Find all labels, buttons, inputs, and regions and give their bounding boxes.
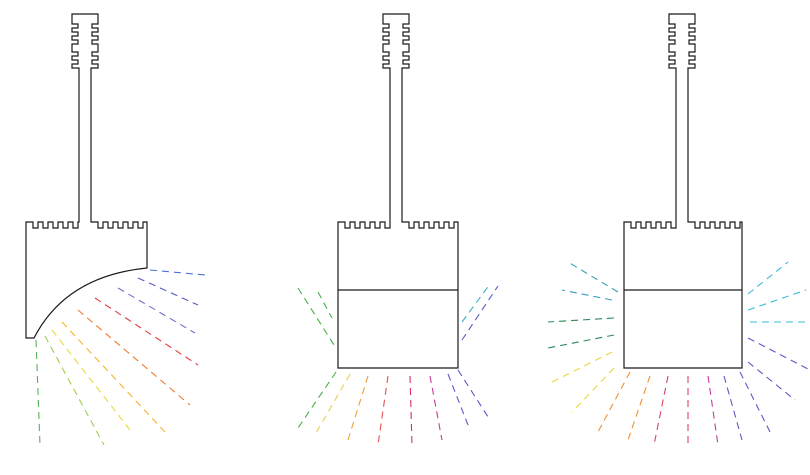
light-ray (747, 289, 807, 311)
light-ray (723, 375, 743, 441)
light-ray (551, 351, 613, 383)
light-ray (547, 317, 615, 323)
light-ray (297, 371, 337, 429)
light-ray (44, 335, 105, 446)
light-ray (461, 285, 499, 341)
light-ray (457, 369, 491, 421)
light-ray (653, 375, 669, 446)
light-ray (347, 375, 369, 441)
part-outline (623, 13, 743, 369)
light-ray (315, 373, 351, 434)
light-ray (739, 371, 771, 433)
panel-square-emitter-all-sides (547, 13, 810, 446)
light-ray (447, 373, 471, 431)
light-ray (409, 375, 413, 446)
light-ray (117, 287, 196, 334)
light-ray (61, 321, 166, 433)
light-ray (94, 297, 199, 366)
light-ray (747, 337, 810, 371)
light-ray (567, 261, 619, 293)
part-outline (25, 13, 148, 339)
light-ray (317, 291, 333, 319)
light-ray (561, 289, 613, 301)
light-ray (297, 287, 335, 346)
light-ray (429, 375, 443, 441)
light-ray (149, 269, 206, 276)
light-ray (377, 375, 389, 446)
light-ray (461, 283, 491, 323)
light-ray (35, 339, 41, 446)
light-ray (571, 367, 615, 413)
light-ray (747, 261, 789, 295)
light-ray (137, 277, 199, 306)
light-ray (547, 334, 615, 349)
panel-curved-emitter (25, 13, 206, 446)
light-ray (627, 375, 651, 441)
light-ray (597, 371, 631, 433)
panel-square-emitter-bottom (297, 13, 499, 446)
light-ray (77, 309, 191, 406)
light-ray (51, 329, 131, 431)
part-outline (337, 13, 459, 369)
light-ray (707, 375, 719, 446)
light-ray (747, 361, 796, 401)
